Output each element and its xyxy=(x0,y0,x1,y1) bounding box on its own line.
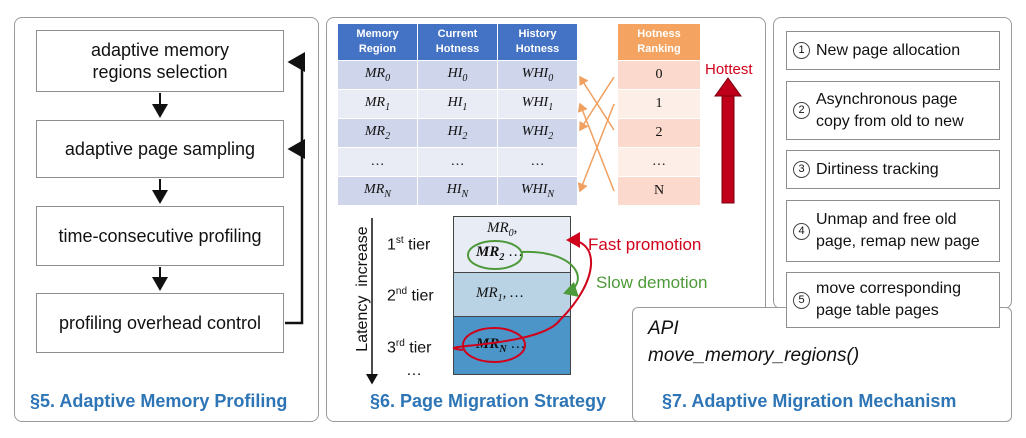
tier1-mr0: MR0, xyxy=(487,220,518,239)
tier-2-label: 2nd tier xyxy=(387,286,434,305)
profiling-step-3-label: time-consecutive profiling xyxy=(58,226,262,246)
profiling-step-1-label: adaptive memory regions selection xyxy=(90,40,230,82)
mechanism-step-3: 3 Dirtiness tracking xyxy=(786,150,1000,189)
mechanism-step-5: 5 move corresponding page table pages xyxy=(786,272,1000,328)
slow-demotion-label: Slow demotion xyxy=(596,273,708,292)
latency-increase-label: Latency increase xyxy=(354,226,371,352)
memory-region-table: Memory Region Current Hotness History Ho… xyxy=(337,23,578,206)
ranking-cell: 0 xyxy=(617,60,701,90)
header-history-hotness: History Hotness xyxy=(497,23,578,61)
tier3-mrn: MRN … xyxy=(476,336,526,355)
header-hotness-ranking: Hotness Ranking xyxy=(617,23,701,61)
header-current-hotness: Current Hotness xyxy=(417,23,498,61)
table-row: MR1 HI1 WHI1 xyxy=(337,89,578,119)
cell-mr: … xyxy=(337,147,418,177)
cell-whi: WHI0 xyxy=(497,60,578,90)
cell-hi: … xyxy=(417,147,498,177)
profiling-step-2: adaptive page sampling xyxy=(36,120,284,178)
table-row: MR2 HI2 WHI2 xyxy=(337,118,578,148)
ranking-cell: 1 xyxy=(617,89,701,119)
cell-mr: MRN xyxy=(337,176,418,206)
fast-promotion-label: Fast promotion xyxy=(588,235,702,254)
cell-hi: HI1 xyxy=(417,89,498,119)
ranking-cell: … xyxy=(617,147,701,177)
cell-mr: MR0 xyxy=(337,60,418,90)
tier-more-label: … xyxy=(406,362,422,379)
api-call: move_memory_regions() xyxy=(648,345,860,366)
tier-1-label: 1st tier xyxy=(387,235,431,254)
hotness-ranking-table: Hotness Ranking 0 1 2 … N xyxy=(617,23,701,206)
profiling-step-4: profiling overhead control xyxy=(36,293,284,353)
api-label: API xyxy=(648,318,679,339)
migration-title: §6. Page Migration Strategy xyxy=(370,391,607,411)
ranking-cell: N xyxy=(617,176,701,206)
ranking-cell: 2 xyxy=(617,118,701,148)
cell-hi: HIN xyxy=(417,176,498,206)
cell-mr: MR2 xyxy=(337,118,418,148)
profiling-step-1: adaptive memory regions selection xyxy=(36,30,284,92)
step-number-2-icon: 2 xyxy=(793,102,810,119)
cell-whi: WHIN xyxy=(497,176,578,206)
table-row: … … … xyxy=(337,147,578,177)
step-number-1-icon: 1 xyxy=(793,42,810,59)
cell-mr: MR1 xyxy=(337,89,418,119)
cell-whi: WHI2 xyxy=(497,118,578,148)
mechanism-step-2: 2 Asynchronous page copy from old to new xyxy=(786,81,1000,140)
step-number-5-icon: 5 xyxy=(793,291,810,309)
profiling-title: §5. Adaptive Memory Profiling xyxy=(30,391,288,411)
profiling-step-3: time-consecutive profiling xyxy=(36,206,284,266)
cell-hi: HI0 xyxy=(417,60,498,90)
profiling-step-4-label: profiling overhead control xyxy=(58,313,262,333)
table-row: MR0 HI0 WHI0 xyxy=(337,60,578,90)
header-memory-region: Memory Region xyxy=(337,23,418,61)
mechanism-step-4: 4 Unmap and free old page, remap new pag… xyxy=(786,200,1000,262)
table-row: MRN HIN WHIN xyxy=(337,176,578,206)
tier2-mr1: MR1, … xyxy=(476,285,524,304)
cell-whi: WHI1 xyxy=(497,89,578,119)
cell-whi: … xyxy=(497,147,578,177)
cell-hi: HI2 xyxy=(417,118,498,148)
step-number-4-icon: 4 xyxy=(793,222,810,240)
profiling-step-2-label: adaptive page sampling xyxy=(64,139,256,159)
mechanism-title: §7. Adaptive Migration Mechanism xyxy=(662,391,957,411)
hottest-label: Hottest xyxy=(705,61,753,78)
tier-3-label: 3rd tier xyxy=(387,338,432,357)
step-number-3-icon: 3 xyxy=(793,161,810,178)
mechanism-step-1: 1 New page allocation xyxy=(786,31,1000,70)
tier1-mr2: MR2 … xyxy=(476,244,524,263)
